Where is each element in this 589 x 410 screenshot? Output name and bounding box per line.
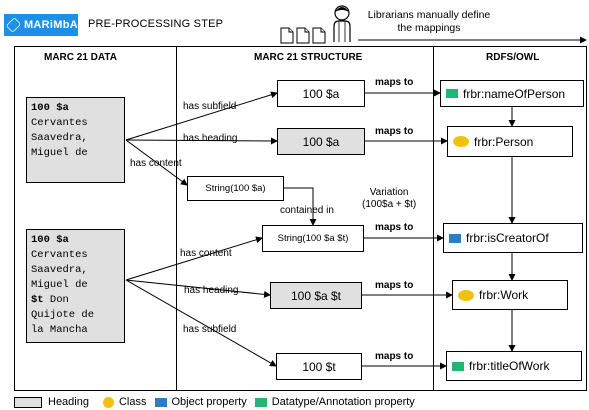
ontology-label: frbr:isCreatorOf — [466, 231, 549, 245]
diagram-frame — [14, 46, 587, 391]
ontology-label: frbr:nameOfPerson — [463, 86, 566, 101]
subfield-100a-box: 100 $a — [277, 80, 365, 107]
marc-record-1: 100 $a Cervantes Saavedra, Miguel de — [26, 97, 125, 183]
legend-heading: Heading — [48, 396, 89, 408]
ontology-label: frbr:titleOfWork — [469, 359, 550, 373]
heading-legend-swatch — [14, 396, 42, 408]
heading-100a-box: 100 $a — [277, 128, 365, 155]
datatype-property-legend-icon — [254, 397, 267, 407]
ontology-person: frbr:Person — [447, 126, 573, 157]
edge-label: has content — [130, 158, 182, 169]
edge-label: has heading — [184, 285, 239, 296]
maps-to-label: maps to — [375, 280, 414, 291]
record-field: 100 $a — [31, 234, 69, 246]
object-property-legend-icon — [154, 397, 167, 407]
record-text: Cervantes Saavedra, Miguel de — [31, 249, 88, 291]
maps-to-label: maps to — [375, 126, 414, 137]
edge-label: has subfield — [183, 324, 237, 335]
column-title-marc-data: MARC 21 DATA — [44, 52, 117, 63]
string-100a-box: String(100 $a) — [187, 176, 284, 201]
librarians-note: Librarians manually define the mappings — [367, 9, 491, 34]
class-icon — [458, 289, 474, 301]
datatype-property-icon — [452, 361, 464, 371]
documents-icon — [280, 27, 326, 44]
ontology-isCreatorOf: frbr:isCreatorOf — [443, 223, 583, 253]
column-divider — [176, 46, 177, 391]
legend-object-property: Object property — [171, 396, 247, 408]
string-100at-box: String(100 $a $t) — [262, 225, 364, 252]
maps-to-label: maps to — [375, 77, 414, 88]
subfield-100t-box: 100 $t — [276, 353, 362, 380]
edge-label: has heading — [183, 133, 238, 144]
column-divider — [433, 46, 434, 391]
librarian-person-icon — [333, 5, 351, 42]
datatype-property-icon — [446, 89, 458, 98]
ontology-nameOfPerson: frbr:nameOfPerson — [440, 80, 584, 107]
record-subfield-text: Don Quijote de la Mancha — [31, 294, 95, 336]
maps-to-label: maps to — [375, 351, 414, 362]
legend: Heading Class Object property Datatype/A… — [14, 396, 415, 408]
legend-class: Class — [118, 396, 147, 408]
record-text: Cervantes Saavedra, Miguel de — [31, 117, 88, 159]
maps-to-label: maps to — [375, 222, 414, 233]
marc-record-2: 100 $a Cervantes Saavedra, Miguel de $t … — [26, 229, 125, 343]
heading-100at-box: 100 $a $t — [270, 282, 362, 309]
logo-text: MARiMbA — [23, 19, 78, 31]
ontology-work: frbr:Work — [452, 280, 568, 310]
ontology-label: frbr:Person — [474, 134, 534, 149]
edge-label: contained in — [280, 205, 334, 216]
marimba-logo: MARiMbA — [4, 14, 78, 36]
class-icon — [453, 136, 469, 147]
legend-datatype-property: Datatype/Annotation property — [271, 396, 415, 408]
record-field: 100 $a — [31, 102, 69, 114]
ontology-label: frbr:Work — [479, 288, 529, 302]
edge-label: has content — [180, 248, 232, 259]
column-title-rdfs-owl: RDFS/OWL — [486, 52, 540, 63]
edge-label: Variation (100$a + $t) — [362, 187, 417, 210]
ontology-titleOfWork: frbr:titleOfWork — [446, 351, 582, 381]
object-property-icon — [449, 233, 461, 243]
step-title: PRE-PROCESSING STEP — [88, 18, 224, 30]
edge-label: has subfield — [183, 101, 237, 112]
column-title-marc-structure: MARC 21 STRUCTURE — [254, 52, 363, 63]
record-subfield: $t — [31, 294, 44, 306]
class-legend-icon — [102, 396, 114, 408]
